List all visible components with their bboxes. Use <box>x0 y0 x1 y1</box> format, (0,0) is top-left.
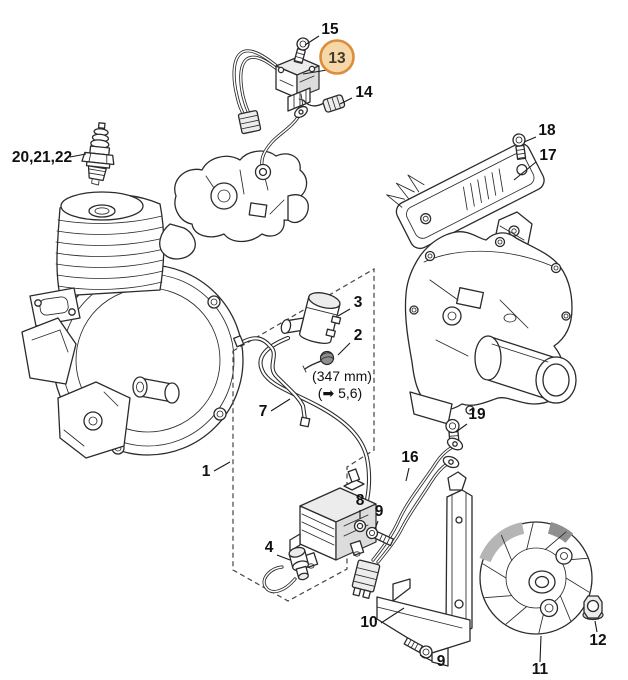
callout-12-label[interactable]: 12 <box>589 632 606 649</box>
callout-7[interactable]: 7 <box>259 398 291 420</box>
ignition-lead-7 <box>233 335 311 428</box>
crankcase-half <box>404 231 577 425</box>
callout-10-label[interactable]: 10 <box>360 614 377 631</box>
callout-16[interactable]: 16 <box>401 449 419 482</box>
screw-18 <box>512 133 527 161</box>
spark-plug-boot-3 <box>280 292 342 344</box>
spark-plug <box>81 122 115 186</box>
callout-4-label[interactable]: 4 <box>265 539 274 556</box>
callout-9-middle[interactable]: 9 <box>374 503 384 530</box>
callout-13-label[interactable]: 13 <box>328 50 346 67</box>
engine-assembly <box>21 191 244 459</box>
connector-14 <box>298 93 346 113</box>
callout-4[interactable]: 4 <box>265 539 291 561</box>
callout-8-label[interactable]: 8 <box>356 492 365 509</box>
flywheel-11 <box>479 521 593 635</box>
highlight-circle[interactable] <box>319 39 355 75</box>
callout-10[interactable]: 10 <box>360 607 405 631</box>
callout-19[interactable]: 19 <box>455 406 486 433</box>
callout-9-bottom[interactable]: 9 <box>419 653 446 670</box>
bracket-10 <box>376 471 473 667</box>
note-see-reference-text: (➡ 5,6) <box>318 385 362 401</box>
callout-7-label[interactable]: 7 <box>259 403 268 420</box>
callout-16-label[interactable]: 16 <box>401 449 419 466</box>
callout-17[interactable]: 17 <box>513 147 557 181</box>
callout-15[interactable]: 15 <box>304 21 339 46</box>
callout-15-label[interactable]: 15 <box>321 21 339 38</box>
shroud-housing <box>159 150 309 260</box>
callout-20-21-22[interactable]: 20,21,22 <box>12 149 87 166</box>
ignition-coil <box>289 468 377 569</box>
callout-19-label[interactable]: 19 <box>468 406 486 423</box>
connector-4 <box>262 546 310 594</box>
ignition-switch-module <box>232 49 320 181</box>
callout-13-highlighted[interactable]: 13 <box>302 39 355 75</box>
nut-12 <box>582 595 604 621</box>
callout-12[interactable]: 12 <box>589 620 607 649</box>
screw-15 <box>293 37 310 65</box>
callout-11[interactable]: 11 <box>532 635 549 678</box>
note-cable-length: (347 mm) (➡ 5,6) <box>312 368 372 401</box>
callout-1-label[interactable]: 1 <box>202 463 211 480</box>
washer-8 <box>353 519 367 533</box>
callout-3[interactable]: 3 <box>337 294 363 317</box>
callout-2[interactable]: 2 <box>337 327 363 356</box>
callout-14-label[interactable]: 14 <box>355 84 373 101</box>
screw-9-middle <box>365 526 395 547</box>
callout-1[interactable]: 1 <box>202 461 231 480</box>
callout-9-middle-label[interactable]: 9 <box>375 503 384 520</box>
callout-14[interactable]: 14 <box>339 84 373 105</box>
callout-3-label[interactable]: 3 <box>354 294 363 311</box>
callout-18-label[interactable]: 18 <box>538 122 556 139</box>
callout-9-bottom-label[interactable]: 9 <box>437 653 446 670</box>
spring-2 <box>302 350 335 373</box>
screw-9-bottom <box>403 637 433 659</box>
note-cable-length-text: (347 mm) <box>312 368 372 384</box>
callout-2-label[interactable]: 2 <box>354 327 363 344</box>
callout-20-21-22-label[interactable]: 20,21,22 <box>12 149 72 166</box>
callout-8[interactable]: 8 <box>356 492 365 519</box>
callout-17-label[interactable]: 17 <box>539 147 556 164</box>
callout-11-label[interactable]: 11 <box>532 661 549 678</box>
callout-18[interactable]: 18 <box>523 122 556 143</box>
